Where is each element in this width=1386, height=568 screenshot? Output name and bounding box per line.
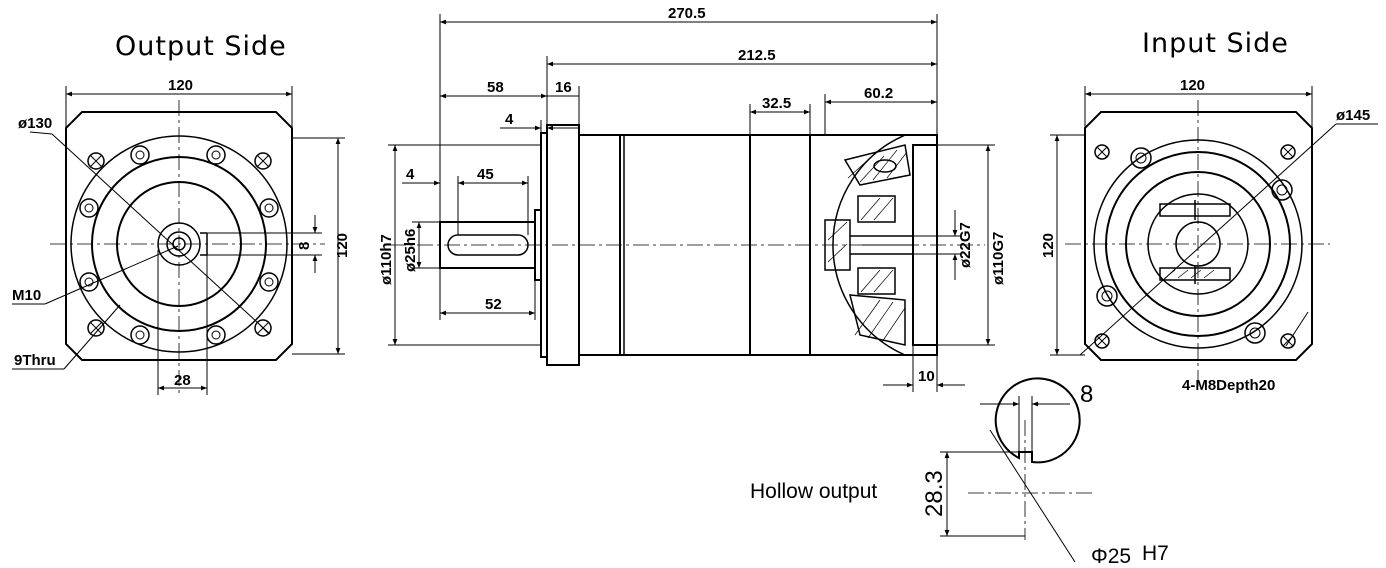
output-bolt-holes: [79, 145, 279, 345]
hollow-output-label: Hollow output: [750, 480, 877, 503]
input-bore-circle: [1175, 221, 1221, 267]
shaft-diameter-label: ø25h6: [402, 229, 419, 272]
shaft-length-label: 58: [487, 79, 504, 96]
input-flange-circle: [1105, 151, 1291, 337]
hollow-output-detail: Hollow output 8 28.3 Φ25 H7: [750, 377, 1169, 568]
shaft-keyway: [447, 234, 529, 256]
output-outer-circle: [70, 135, 288, 353]
input-height-label: 120: [1040, 233, 1057, 258]
pilot-diameter-label: ø110h7: [378, 234, 395, 285]
output-key-offset-label: 28: [174, 372, 191, 389]
output-corner-holes: [87, 152, 272, 337]
output-boss-circle: [116, 181, 242, 307]
body-length-label: 212.5: [738, 47, 776, 64]
input-outer-circle: [1093, 139, 1303, 349]
input-section-label: 32.5: [762, 95, 791, 112]
output-diagonal-leader: [51, 133, 271, 335]
input-bore: [850, 235, 912, 255]
hollow-key-depth-label: 28.3: [921, 470, 948, 517]
shaft-usable-label: 52: [485, 296, 502, 313]
key-length-label: 45: [477, 166, 494, 183]
output-flange-outline: [65, 111, 293, 361]
hollow-bore-label: Φ25: [1091, 545, 1131, 568]
overall-length-label: 270.5: [668, 5, 706, 22]
input-plate: [912, 144, 938, 346]
output-key-width-label: 8: [296, 242, 313, 250]
output-side-view: ø130 M10 9Thru 120 120 8 28: [12, 77, 351, 395]
hollow-bore-leader: [989, 429, 1076, 563]
output-m10-leader: [44, 245, 179, 305]
pilot-length-label: 4: [505, 111, 514, 128]
hollow-bore: [994, 377, 1081, 464]
side-view: 270.5 212.5 58 16 4 4 45 52 32.5: [378, 5, 1007, 392]
input-side-title: Input Side: [1142, 28, 1289, 59]
input-bolt-circle-label: ø145: [1336, 107, 1370, 124]
input-clamp-bars: [1159, 200, 1231, 284]
output-dia-underline: [29, 131, 53, 135]
output-thread-label: M10: [12, 287, 41, 304]
input-clamp-circle: [1147, 193, 1249, 295]
spacer-label: 10: [918, 368, 935, 385]
input-side-view: ø145 4-M8Depth20 120 120: [1040, 77, 1378, 394]
output-thru-leader: [63, 304, 121, 370]
hollow-tolerance-label: H7: [1142, 542, 1169, 565]
input-mount-leader: [1285, 311, 1309, 347]
key-start-label: 4: [406, 166, 415, 183]
cutaway-hatching: [824, 144, 911, 346]
output-side-title: Output Side: [115, 31, 287, 62]
hollow-key-width-label: 8: [1080, 381, 1093, 408]
input-oil-port: [873, 159, 897, 173]
output-shaft-inner: [166, 231, 192, 257]
output-shaft-circle: [157, 222, 201, 266]
input-width-label: 120: [1180, 77, 1205, 94]
output-bolt-circle-label: ø130: [18, 115, 52, 132]
output-flange-circle: [91, 156, 267, 332]
input-pilot-label: ø110G7: [990, 232, 1007, 285]
input-diagonal-leader: [1079, 123, 1337, 356]
input-flange-outline: [1084, 111, 1313, 361]
input-bolt-holes: [1096, 147, 1293, 344]
output-height-label: 120: [334, 233, 351, 258]
input-length-label: 60.2: [864, 85, 893, 102]
input-boss-circle: [1125, 171, 1271, 317]
output-thru-label: 9Thru: [14, 352, 56, 369]
input-mount-label: 4-M8Depth20: [1182, 377, 1275, 394]
flange-thickness-label: 16: [555, 79, 572, 96]
input-bore-label: ø22G7: [957, 222, 974, 268]
output-width-label: 120: [168, 77, 193, 94]
